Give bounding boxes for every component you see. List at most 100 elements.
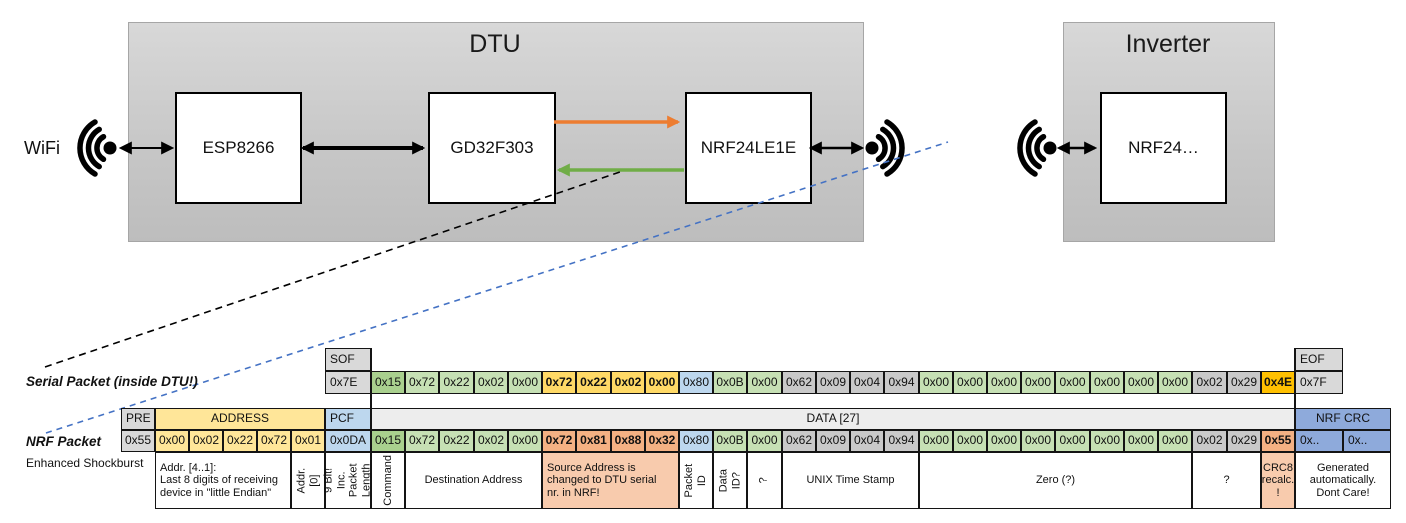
byte-cell-serial: 0x00 <box>1021 371 1055 394</box>
annotation-command: Command <box>371 452 405 509</box>
annotation-pcf-note: 9 Bit! Inc. Packet Length <box>323 452 373 509</box>
byte-cell-nrf: 0x00 <box>919 430 953 452</box>
byte-cell-nrf: 0x00 <box>1158 430 1192 452</box>
byte-cell-nrf: 0x00 <box>953 430 987 452</box>
byte-cell-nrf: 0x72 <box>405 430 439 452</box>
byte-cell-serial: 0x00 <box>953 371 987 394</box>
address-byte-cell: 0x01 <box>291 430 325 452</box>
address-byte-cell: 0x72 <box>257 430 291 452</box>
byte-cell-nrf: 0x09 <box>816 430 850 452</box>
byte-cell-serial: 0x00 <box>645 371 679 394</box>
inverter-title: Inverter <box>1125 30 1211 58</box>
byte-cell-nrf: 0x94 <box>884 430 919 452</box>
byte-cell-serial: 0x80 <box>679 371 713 394</box>
wifi-icon-left <box>80 122 117 174</box>
byte-cell-nrf: 0x80 <box>679 430 713 452</box>
annotation-zero: Zero (?) <box>919 452 1192 509</box>
data-band-header: DATA [27] <box>371 408 1295 430</box>
annotation-q2: ? <box>1192 452 1261 509</box>
address-byte-cell: 0x00 <box>155 430 189 452</box>
pcf-header-cell: PCF <box>325 408 371 430</box>
wifi-label: WiFi <box>24 138 60 158</box>
byte-cell-serial: 0x29 <box>1227 371 1261 394</box>
byte-cell-nrf: 0x00 <box>1090 430 1124 452</box>
pcf-value-cell: 0x0DA <box>325 430 371 452</box>
chip-inverter-nrf24: NRF24… <box>1100 92 1227 204</box>
address-byte-cell: 0x02 <box>189 430 223 452</box>
byte-cell-nrf: 0x62 <box>782 430 816 452</box>
enhanced-shockburst-label: Enhanced Shockburst <box>26 456 144 470</box>
byte-cell-serial: 0x00 <box>987 371 1021 394</box>
byte-cell-serial: 0x22 <box>439 371 474 394</box>
byte-cell-serial: 0x00 <box>1158 371 1192 394</box>
byte-cell-nrf: 0x88 <box>611 430 645 452</box>
eof-header-cell: EOF <box>1295 348 1343 371</box>
annotation-data-id: Data ID? <box>713 452 747 509</box>
nrf-crc-byte-cell: 0x.. <box>1343 430 1391 452</box>
byte-cell-nrf: 0x00 <box>1021 430 1055 452</box>
address-byte-cell: 0x22 <box>223 430 257 452</box>
chip-gd32f303: GD32F303 <box>428 92 556 204</box>
nrf-crc-byte-cell: 0x.. <box>1295 430 1343 452</box>
byte-cell-serial: 0x00 <box>1055 371 1090 394</box>
byte-cell-serial: 0x00 <box>508 371 542 394</box>
pre-value-cell: 0x55 <box>121 430 155 452</box>
byte-cell-serial: 0x02 <box>611 371 645 394</box>
sof-value-cell: 0x7E <box>325 371 371 394</box>
byte-cell-nrf: 0x00 <box>747 430 782 452</box>
annotation-crc8: CRC8 recalc. ! <box>1261 452 1295 509</box>
dashed-line-nrf-link <box>45 141 949 434</box>
byte-cell-nrf: 0x32 <box>645 430 679 452</box>
byte-cell-serial: 0x00 <box>1124 371 1158 394</box>
byte-cell-serial: 0x94 <box>884 371 919 394</box>
byte-cell-serial: 0x00 <box>919 371 953 394</box>
byte-cell-nrf: 0x02 <box>474 430 508 452</box>
serial-packet-label: Serial Packet (inside DTU!) <box>26 374 198 389</box>
wifi-icon-inverter <box>1020 122 1057 174</box>
byte-cell-nrf: 0x02 <box>1192 430 1227 452</box>
annotation-q1: ? <box>747 452 782 509</box>
nrf-packet-label: NRF Packet <box>26 434 102 449</box>
wifi-icon-dtu-right <box>866 122 903 174</box>
annotation-addr0: Addr.[0] <box>291 452 325 509</box>
byte-cell-nrf: 0x00 <box>508 430 542 452</box>
byte-cell-nrf: 0x29 <box>1227 430 1261 452</box>
byte-cell-nrf: 0x00 <box>1055 430 1090 452</box>
byte-cell-serial: 0x72 <box>405 371 439 394</box>
byte-cell-serial: 0x4E <box>1261 371 1295 394</box>
eof-value-cell: 0x7F <box>1295 371 1343 394</box>
sof-header-cell: SOF <box>325 348 371 371</box>
byte-cell-serial: 0x72 <box>542 371 576 394</box>
address-header-cell: ADDRESS <box>155 408 325 430</box>
byte-cell-serial: 0x0B <box>713 371 747 394</box>
byte-cell-nrf: 0x04 <box>850 430 884 452</box>
byte-cell-nrf: 0x00 <box>987 430 1021 452</box>
byte-cell-nrf: 0x72 <box>542 430 576 452</box>
byte-cell-nrf: 0x15 <box>371 430 405 452</box>
pre-header-cell: PRE <box>121 408 155 430</box>
annotation-dest: Destination Address <box>405 452 542 509</box>
annotation-gen: Generated automatically. Dont Care! <box>1295 452 1391 509</box>
byte-cell-nrf: 0x55 <box>1261 430 1295 452</box>
dashed-line-serial-link <box>44 171 621 368</box>
byte-cell-serial: 0x62 <box>782 371 816 394</box>
byte-cell-serial: 0x00 <box>747 371 782 394</box>
byte-cell-serial: 0x15 <box>371 371 405 394</box>
byte-cell-nrf: 0x22 <box>439 430 474 452</box>
annotation-src: Source Address is changed to DTU serial … <box>542 452 679 509</box>
byte-cell-nrf: 0x0B <box>713 430 747 452</box>
byte-cell-serial: 0x09 <box>816 371 850 394</box>
byte-cell-nrf: 0x00 <box>1124 430 1158 452</box>
byte-cell-nrf: 0x81 <box>576 430 611 452</box>
byte-cell-serial: 0x02 <box>474 371 508 394</box>
byte-cell-serial: 0x02 <box>1192 371 1227 394</box>
annotation-packet-id: Packet ID <box>679 452 713 509</box>
nrf-crc-header-cell: NRF CRC <box>1295 408 1391 430</box>
dtu-title: DTU <box>469 30 521 58</box>
byte-cell-serial: 0x22 <box>576 371 611 394</box>
annotation-unix: UNIX Time Stamp <box>782 452 919 509</box>
annotation-addr-main: Addr. [4..1]: Last 8 digits of receiving… <box>155 452 291 509</box>
byte-cell-serial: 0x04 <box>850 371 884 394</box>
